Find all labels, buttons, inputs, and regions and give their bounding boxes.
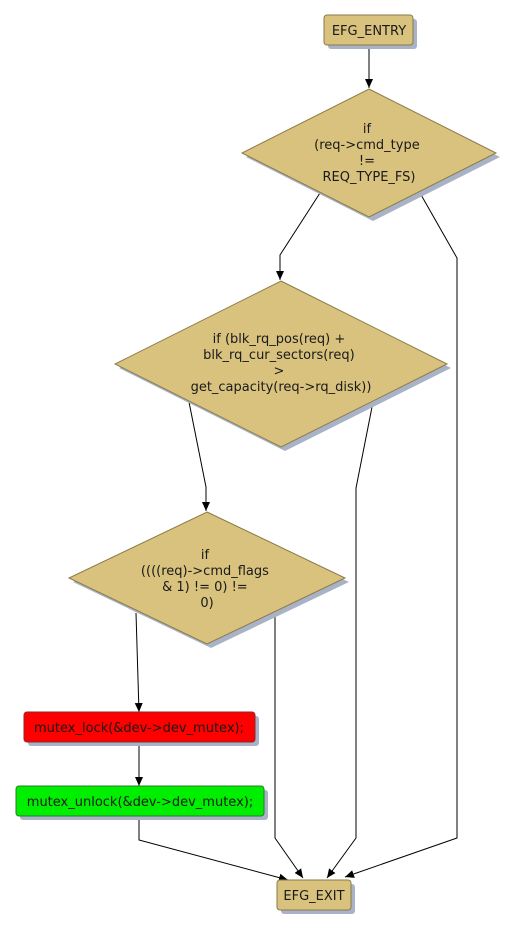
decision-cmd-type-line: != bbox=[359, 154, 375, 169]
node-mutex-lock: mutex_lock(&dev->dev_mutex); bbox=[23, 711, 259, 746]
decision-capacity-line: > bbox=[273, 364, 284, 379]
decision-cmd-flags-line: if bbox=[201, 548, 210, 563]
svg-text:if (blk_rq_pos(req) + bl: if (blk_rq_pos(req) + blk_rq_cur_sectors… bbox=[191, 332, 372, 395]
decision-cmd-type-line: (req->cmd_type bbox=[314, 138, 420, 153]
edge-unlock-to-exit bbox=[138, 816, 289, 882]
decision-capacity: if (blk_rq_pos(req) + blk_rq_cur_sectors… bbox=[113, 280, 451, 451]
decision-cmd-type-line: REQ_TYPE_FS) bbox=[323, 170, 416, 185]
edge-cmd-flags-to-lock bbox=[134, 612, 143, 713]
edge-capacity-to-exit bbox=[326, 401, 374, 879]
svg-text:if ((((req)->cmd_flags: if ((((req)->cmd_flags & 1) != 0) != 0) bbox=[141, 548, 273, 611]
decision-cmd-flags-line: ((((req)->cmd_flags bbox=[141, 564, 269, 579]
edge-cmd-type-to-capacity bbox=[276, 192, 321, 280]
decision-cmd-type-line: if bbox=[363, 122, 372, 137]
decision-cmd-flags-line: & 1) != 0) != bbox=[162, 580, 248, 595]
node-mutex-unlock: mutex_unlock(&dev->dev_mutex); bbox=[15, 785, 268, 820]
edge-cmd-flags-to-exit bbox=[274, 613, 304, 879]
decision-cmd-type: if (req->cmd_type != REQ_TYPE_FS) bbox=[240, 88, 500, 221]
svg-text:if (req->cmd_type: if (req->cmd_type != REQ_TYPE_FS) bbox=[314, 122, 424, 185]
decision-capacity-line: blk_rq_cur_sectors(req) bbox=[203, 348, 355, 363]
edge-capacity-to-cmd-flags bbox=[188, 401, 210, 511]
decision-cmd-flags: if ((((req)->cmd_flags & 1) != 0) != 0) bbox=[67, 511, 349, 648]
decision-cmd-flags-line: 0) bbox=[200, 596, 213, 611]
node-exit: EFG_EXIT bbox=[276, 879, 355, 914]
node-mutex-unlock-label: mutex_unlock(&dev->dev_mutex); bbox=[27, 795, 253, 810]
node-entry: EFG_ENTRY bbox=[323, 14, 417, 49]
edge-cmd-type-to-exit bbox=[344, 192, 458, 878]
edges bbox=[134, 46, 458, 882]
node-mutex-lock-label: mutex_lock(&dev->dev_mutex); bbox=[34, 721, 244, 736]
node-exit-label: EFG_EXIT bbox=[283, 889, 344, 904]
node-entry-label: EFG_ENTRY bbox=[332, 24, 406, 39]
decision-capacity-line: get_capacity(req->rq_disk)) bbox=[191, 380, 372, 395]
decision-capacity-line: if (blk_rq_pos(req) + bbox=[213, 332, 346, 347]
